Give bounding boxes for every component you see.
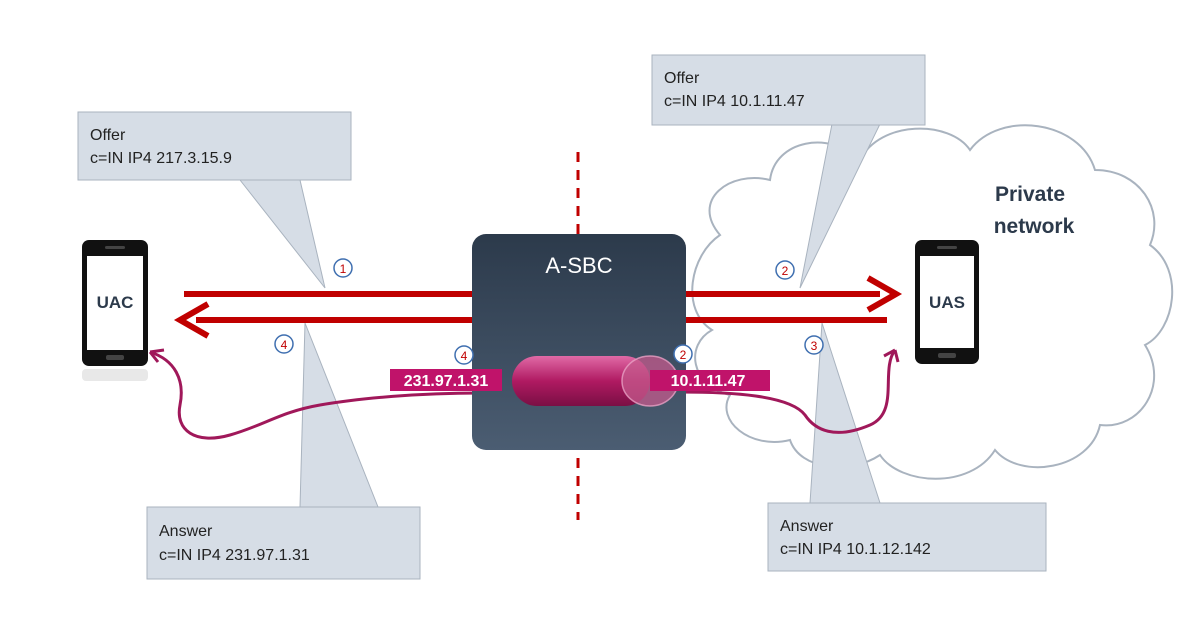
step-marker-1: 1 xyxy=(333,258,353,278)
callout-offer-left-box xyxy=(77,111,352,181)
callout-answer-left-pointer xyxy=(299,322,379,508)
step-marker-4-left: 4 xyxy=(274,334,294,354)
uas-label: UAS xyxy=(929,293,965,312)
cloud-label-network: network xyxy=(994,215,1075,238)
cloud-label-private: Private xyxy=(995,183,1065,206)
svg-text:3: 3 xyxy=(811,339,818,353)
uac-phone: UAC xyxy=(82,240,148,381)
callout-offer-left-title: Offer xyxy=(90,127,126,144)
callout-offer-right-box xyxy=(651,54,926,126)
step-marker-2-top: 2 xyxy=(775,260,795,280)
callout-offer-right-title: Offer xyxy=(664,70,700,87)
callout-answer-right-box xyxy=(767,502,1047,572)
callout-answer-left-sdp: c=IN IP4 231.97.1.31 xyxy=(159,547,310,564)
callout-offer-left-sdp: c=IN IP4 217.3.15.9 xyxy=(90,150,232,167)
media-ip-right-badge xyxy=(650,370,770,391)
svg-text:2: 2 xyxy=(680,348,687,362)
svg-text:4: 4 xyxy=(461,349,468,363)
step-marker-3: 3 xyxy=(804,335,824,355)
svg-text:4: 4 xyxy=(281,338,288,352)
media-arrowhead-left-icon xyxy=(148,348,165,363)
media-ip-right-text: 10.1.11.47 xyxy=(671,373,746,390)
media-ip-left-text: 231.97.1.31 xyxy=(404,373,489,390)
sbc-label: A-SBC xyxy=(545,253,612,278)
callout-offer-left-pointer xyxy=(238,179,326,289)
media-ip-left-badge xyxy=(390,369,502,391)
svg-text:1: 1 xyxy=(340,262,347,276)
uas-phone: UAS xyxy=(915,240,979,364)
media-path-right xyxy=(679,349,897,434)
step-marker-2-media: 2 xyxy=(673,344,693,364)
svg-text:2: 2 xyxy=(782,264,789,278)
callout-offer-right-sdp: c=IN IP4 10.1.11.47 xyxy=(664,93,805,110)
media-path-left xyxy=(149,350,481,440)
step-marker-4-media: 4 xyxy=(454,345,474,365)
callout-answer-right-title: Answer xyxy=(780,518,834,535)
callout-answer-left-title: Answer xyxy=(159,523,213,540)
callout-answer-right-sdp: c=IN IP4 10.1.12.142 xyxy=(780,541,931,558)
offer-arrowhead-icon xyxy=(866,275,903,313)
callout-answer-left-box xyxy=(146,506,421,580)
answer-arrowhead-icon xyxy=(173,301,210,339)
media-arrowhead-right-icon xyxy=(883,348,900,363)
uac-label: UAC xyxy=(97,293,134,312)
